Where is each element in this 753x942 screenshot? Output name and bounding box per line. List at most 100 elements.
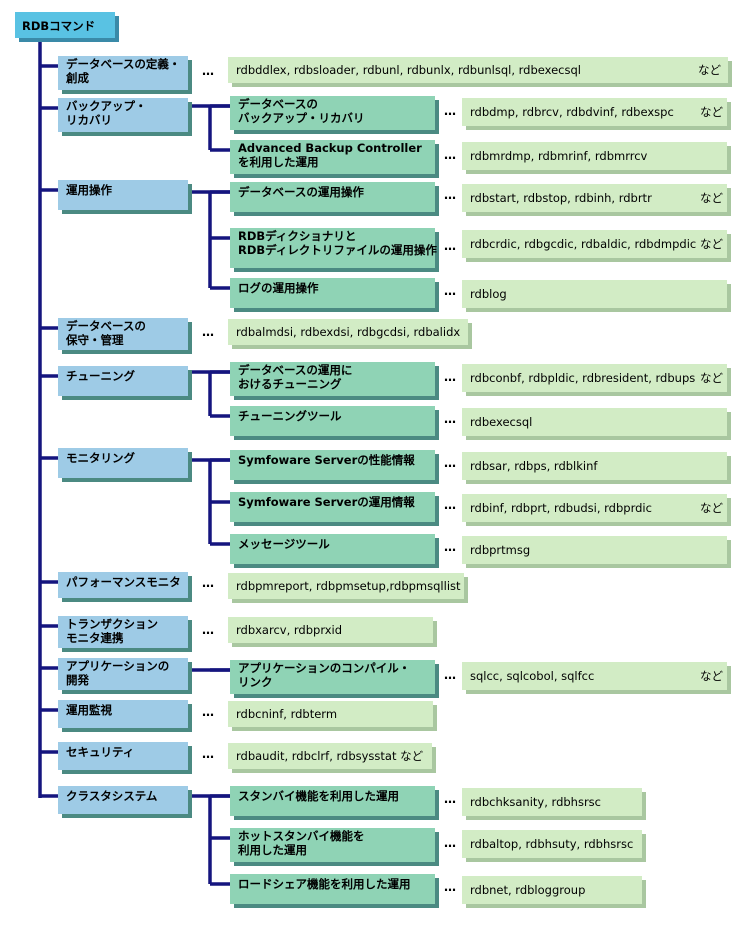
category-1-cmd-box: rdbddlex, rdbsloader, rdbunl, rdbunlx, r… xyxy=(228,57,732,87)
category-10-bg xyxy=(58,700,188,728)
category-5-sub-2-bg xyxy=(230,406,435,436)
category-2: バックアップ・リカバリ xyxy=(58,98,192,136)
category-8-cmd-box-bg xyxy=(228,617,433,643)
category-1-cmd-box-commands: rdbddlex, rdbsloader, rdbunl, rdbunlx, r… xyxy=(236,63,581,77)
category-1-label: データベースの定義・ xyxy=(66,57,180,71)
category-11-ellipsis: … xyxy=(202,747,214,761)
category-5-sub-2-cmd-box-bg xyxy=(462,408,727,436)
category-3-sub-1-cmd-box-etc: など xyxy=(700,191,723,205)
category-9-sub-1: アプリケーションのコンパイル・リンク xyxy=(230,660,439,698)
category-12-sub-3-label: ロードシェア機能を利用した運用 xyxy=(238,877,411,891)
category-3-sub-1-cmd-box-commands: rdbstart, rdbstop, rdbinh, rdbrtr xyxy=(470,191,652,205)
category-9-sub-1-label: リンク xyxy=(238,675,273,689)
category-6-sub-2-cmd-box-commands: rdbinf, rdbprt, rdbudsi, rdbprdic xyxy=(470,501,652,515)
category-5-sub-2-cmd-box-commands: rdbexecsql xyxy=(470,415,532,429)
category-12-sub-2-bg xyxy=(230,828,435,862)
category-12-sub-2-label: 利用した運用 xyxy=(237,843,307,857)
category-9-sub-1-cmd-box-etc: など xyxy=(700,669,723,683)
root-node: RDBコマンド xyxy=(15,12,119,42)
category-3-sub-3-cmd-box: rdblog xyxy=(462,280,731,312)
category-5-sub-2: チューニングツール xyxy=(230,406,439,440)
category-1-cmd-box-bg xyxy=(228,57,728,83)
category-9-bg xyxy=(58,658,188,690)
root-label: RDBコマンド xyxy=(22,19,95,33)
category-3-sub-3-bg xyxy=(230,278,435,308)
category-6-sub-1-ellipsis: … xyxy=(444,456,456,470)
category-9-sub-1-label: アプリケーションのコンパイル・ xyxy=(238,661,410,675)
category-6-sub-2-label: Symfoware Serverの運用情報 xyxy=(238,495,415,509)
category-12: クラスタシステム xyxy=(58,786,192,818)
category-1-label: 創成 xyxy=(65,71,89,85)
category-2-sub-1-label: バックアップ・リカバリ xyxy=(238,111,365,125)
category-3-sub-1-bg xyxy=(230,182,435,212)
category-7-cmd-box-commands: rdbpmreport, rdbpmsetup,rdbpmsqllist xyxy=(236,579,461,593)
category-8-label: モニタ連携 xyxy=(66,631,124,645)
category-4-label: 保守・管理 xyxy=(65,333,124,347)
category-7-ellipsis: … xyxy=(202,576,214,590)
category-11-cmd-box-commands: rdbaudit, rdbclrf, rdbsysstat など xyxy=(236,749,424,763)
category-9-sub-1-bg xyxy=(230,660,435,694)
category-9-sub-1-cmd-box-bg xyxy=(462,662,727,690)
category-2-sub-2-cmd-box-bg xyxy=(462,142,727,170)
category-3-sub-2-label: RDBディレクトリファイルの運用操作 xyxy=(238,243,437,257)
category-5-sub-1-bg xyxy=(230,362,435,396)
category-5-sub-2-cmd-box: rdbexecsql xyxy=(462,408,731,440)
category-12-sub-1-cmd-box: rdbchksanity, rdbhsrsc xyxy=(462,788,646,820)
category-2-sub-2-ellipsis: … xyxy=(444,148,456,162)
category-6-bg xyxy=(58,448,188,478)
category-12-sub-2-cmd-box-commands: rdbaltop, rdbhsuty, rdbhsrsc xyxy=(470,837,633,851)
category-4-ellipsis: … xyxy=(202,325,214,339)
category-1: データベースの定義・創成 xyxy=(58,56,192,94)
category-3-sub-1: データベースの運用操作 xyxy=(230,182,439,216)
category-7-bg xyxy=(58,572,188,598)
category-5-sub-2-ellipsis: … xyxy=(444,412,456,426)
category-3-sub-2-cmd-box-bg xyxy=(462,230,727,258)
category-6-sub-2-bg xyxy=(230,492,435,522)
category-2-sub-2-bg xyxy=(230,140,435,174)
category-5-sub-2-label: チューニングツール xyxy=(238,409,342,423)
category-6-sub-1: Symfoware Serverの性能情報 xyxy=(230,450,439,484)
category-6-sub-3-cmd-box-bg xyxy=(462,536,727,564)
category-9-sub-1-ellipsis: … xyxy=(444,668,456,682)
category-6-sub-2-ellipsis: … xyxy=(444,498,456,512)
category-3-sub-3-label: ログの運用操作 xyxy=(238,281,319,295)
category-7-cmd-box: rdbpmreport, rdbpmsetup,rdbpmsqllist xyxy=(228,573,468,603)
category-1-bg xyxy=(58,56,188,90)
connector-lines xyxy=(38,40,230,886)
category-11-label: セキュリティ xyxy=(66,745,134,759)
category-2-bg xyxy=(58,98,188,132)
category-6-sub-1-cmd-box-commands: rdbsar, rdbps, rdblkinf xyxy=(470,459,598,473)
category-6-sub-1-cmd-box: rdbsar, rdbps, rdblkinf xyxy=(462,452,731,484)
category-2-label: リカバリ xyxy=(66,113,112,127)
category-10-cmd-box-commands: rdbcninf, rdbterm xyxy=(236,707,337,721)
category-12-sub-3-cmd-box: rdbnet, rdbloggroup xyxy=(462,876,646,908)
category-6-label: モニタリング xyxy=(66,451,135,465)
category-3-sub-3-ellipsis: … xyxy=(444,284,456,298)
category-12-sub-1: スタンバイ機能を利用した運用 xyxy=(230,786,439,820)
category-6-sub-3-cmd-box: rdbprtmsg xyxy=(462,536,731,568)
category-10: 運用監視 xyxy=(58,700,192,732)
category-12-sub-2-cmd-box-bg xyxy=(462,830,642,858)
category-10-label: 運用監視 xyxy=(66,703,112,717)
category-12-sub-3-cmd-box-bg xyxy=(462,876,642,904)
category-3-sub-2-cmd-box-etc: など xyxy=(700,237,723,251)
category-12-sub-3-ellipsis: … xyxy=(444,880,456,894)
category-12-sub-3-bg xyxy=(230,874,435,904)
category-12-sub-1-cmd-box-bg xyxy=(462,788,642,816)
category-3-sub-1-cmd-box-bg xyxy=(462,184,727,212)
category-6-sub-3: メッセージツール xyxy=(230,534,439,568)
category-2-sub-1-bg xyxy=(230,96,435,130)
category-12-sub-2-label: ホットスタンバイ機能を xyxy=(238,829,365,843)
category-6: モニタリング xyxy=(58,448,192,482)
category-1-cmd-box-etc: など xyxy=(698,63,721,77)
category-8-cmd-box-commands: rdbxarcv, rdbprxid xyxy=(236,623,342,637)
